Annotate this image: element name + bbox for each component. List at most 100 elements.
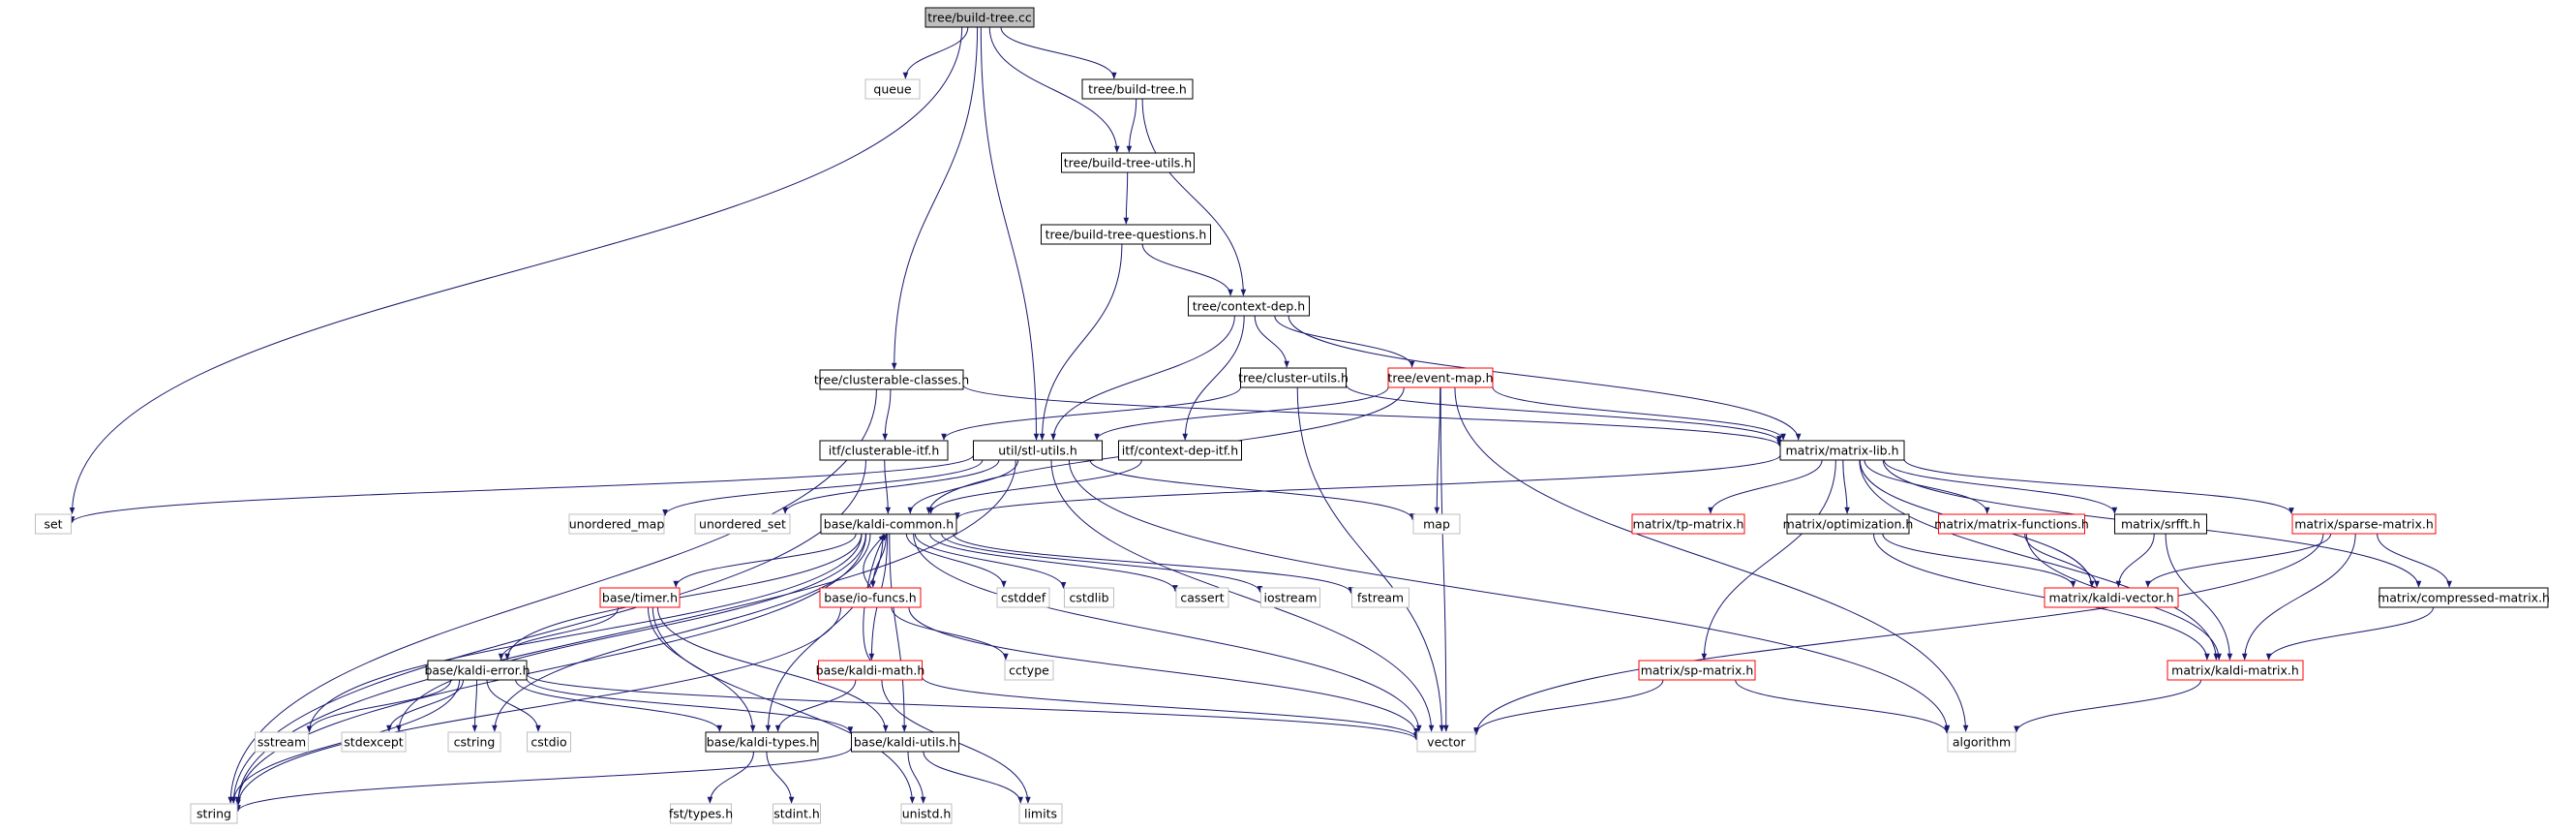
edge-kerr-to-ktypes [515, 679, 723, 732]
edge-mlib-to-sp [1701, 459, 1836, 661]
edge-root-to-set [69, 26, 963, 514]
edge-kcommon-to-fstream [953, 533, 1354, 595]
edge-cdep-to-em [1274, 315, 1415, 368]
node-cc[interactable]: tree/clusterable-classes.h [814, 369, 969, 390]
edge-srfft-to-kmat [2165, 533, 2233, 661]
node-mlib[interactable]: matrix/matrix-lib.h [1779, 440, 1905, 461]
node-label: vector [1427, 735, 1467, 750]
node-box [851, 731, 959, 753]
edge-stl-to-set [69, 454, 974, 524]
node-stl[interactable]: util/stl-utils.h [973, 440, 1103, 461]
edge-kcommon-to-cstring [492, 533, 871, 732]
node-kvec[interactable]: matrix/kaldi-vector.h [2044, 587, 2179, 608]
node-box [973, 440, 1103, 461]
node-kutils[interactable]: base/kaldi-utils.h [851, 731, 959, 753]
node-kcommon[interactable]: base/kaldi-common.h [820, 513, 957, 535]
node-srfft[interactable]: matrix/srfft.h [2114, 513, 2207, 535]
edge-kcommon-to-cstdlib [914, 533, 1067, 589]
node-box [1004, 660, 1054, 681]
node-label: map [1423, 517, 1450, 532]
node-mfun[interactable]: matrix/matrix-functions.h [1934, 513, 2089, 535]
edge-root-to-bt_h [1000, 26, 1117, 79]
node-box [924, 7, 1035, 28]
node-box [705, 731, 819, 753]
edge-stl-to-algorithm [1068, 459, 1951, 732]
edge-cmat-to-kmat [2265, 606, 2434, 661]
node-box [1351, 587, 1409, 608]
node-kmath[interactable]: base/kaldi-math.h [816, 660, 925, 681]
node-ktypes[interactable]: base/kaldi-types.h [705, 731, 819, 753]
node-itfc[interactable]: itf/clusterable-itf.h [819, 440, 949, 461]
edge-srfft-to-kvec [2115, 533, 2155, 588]
node-cctype: cctype [1004, 660, 1054, 681]
node-stdexcept: stdexcept [341, 731, 407, 753]
edge-bt_h-to-cdep [1141, 98, 1247, 296]
node-sp[interactable]: matrix/sp-matrix.h [1638, 660, 1756, 681]
node-cdep[interactable]: tree/context-dep.h [1188, 295, 1310, 317]
edge-cdep-to-cu [1254, 315, 1289, 368]
node-box [900, 803, 953, 824]
edge-cc-to-mlib [962, 385, 1782, 447]
node-box [773, 803, 821, 824]
node-label: itf/context-dep-itf.h [1122, 444, 1238, 458]
node-label: unordered_set [699, 517, 786, 532]
node-box [819, 440, 949, 461]
node-box [255, 731, 309, 753]
node-em[interactable]: tree/event-map.h [1387, 367, 1494, 388]
node-box [1018, 803, 1063, 824]
node-label: tree/clusterable-classes.h [814, 373, 969, 387]
node-box [2291, 513, 2437, 535]
node-label: cstdlib [1069, 591, 1108, 605]
node-box [568, 513, 665, 535]
node-root[interactable]: tree/build-tree.cc [924, 7, 1035, 28]
node-box [1041, 224, 1211, 245]
edge-kmat-to-algorithm [2014, 679, 2202, 733]
node-cmat[interactable]: matrix/compressed-matrix.h [2378, 587, 2550, 608]
node-btq[interactable]: tree/build-tree-questions.h [1041, 224, 1211, 245]
node-box [1387, 367, 1494, 388]
edge-mlib-to-srfft [1883, 459, 2118, 514]
node-kerr[interactable]: base/kaldi-error.h [424, 660, 530, 681]
node-label: tree/build-tree.h [1088, 82, 1187, 97]
node-box [1061, 152, 1195, 173]
node-bt_h[interactable]: tree/build-tree.h [1081, 78, 1194, 100]
edge-btq-to-stl [1039, 243, 1123, 441]
node-uset: unordered_set [694, 513, 791, 535]
node-box [527, 731, 571, 753]
node-box [447, 731, 501, 753]
node-label: base/io-funcs.h [824, 591, 916, 605]
edge-em-to-mlib [1492, 386, 1786, 441]
node-tp[interactable]: matrix/tp-matrix.h [1631, 513, 1745, 535]
node-kmat[interactable]: matrix/kaldi-matrix.h [2167, 660, 2304, 681]
node-box [1412, 513, 1461, 535]
node-box [1416, 731, 1476, 753]
node-box [599, 587, 681, 608]
node-label: base/kaldi-math.h [816, 663, 925, 678]
node-cstdio: cstdio [527, 731, 571, 753]
edge-kutils-to-string [235, 747, 852, 813]
node-box [694, 513, 791, 535]
node-cstdlib: cstdlib [1064, 587, 1114, 608]
edge-kcommon-to-cstddef [905, 533, 1007, 588]
node-timer[interactable]: base/timer.h [599, 587, 681, 608]
node-box [341, 731, 407, 753]
edge-cu-to-mlib [1346, 385, 1782, 444]
edge-kerr-to-stdexcept [386, 679, 464, 732]
node-btu[interactable]: tree/build-tree-utils.h [1061, 152, 1195, 173]
edge-kcommon-to-timer [673, 533, 857, 588]
edge-btq-to-cdep [1141, 243, 1233, 296]
node-sparse[interactable]: matrix/sparse-matrix.h [2291, 513, 2437, 535]
edge-stl-to-umap [662, 459, 984, 516]
edge-bt_h-to-btu [1126, 98, 1137, 153]
edge-kerr-to-kutils [526, 678, 854, 734]
node-map: map [1412, 513, 1461, 535]
node-box [190, 803, 238, 824]
node-opt[interactable]: matrix/optimization.h [1783, 513, 1914, 535]
node-cditf[interactable]: itf/context-dep-itf.h [1118, 440, 1242, 461]
node-iostream: iostream [1260, 587, 1320, 608]
edge-kcommon-to-kerr [504, 533, 863, 661]
node-label: cassert [1180, 591, 1224, 605]
node-cu[interactable]: tree/cluster-utils.h [1238, 367, 1349, 388]
node-iof[interactable]: base/io-funcs.h [819, 587, 922, 608]
node-label: cstring [454, 735, 496, 750]
